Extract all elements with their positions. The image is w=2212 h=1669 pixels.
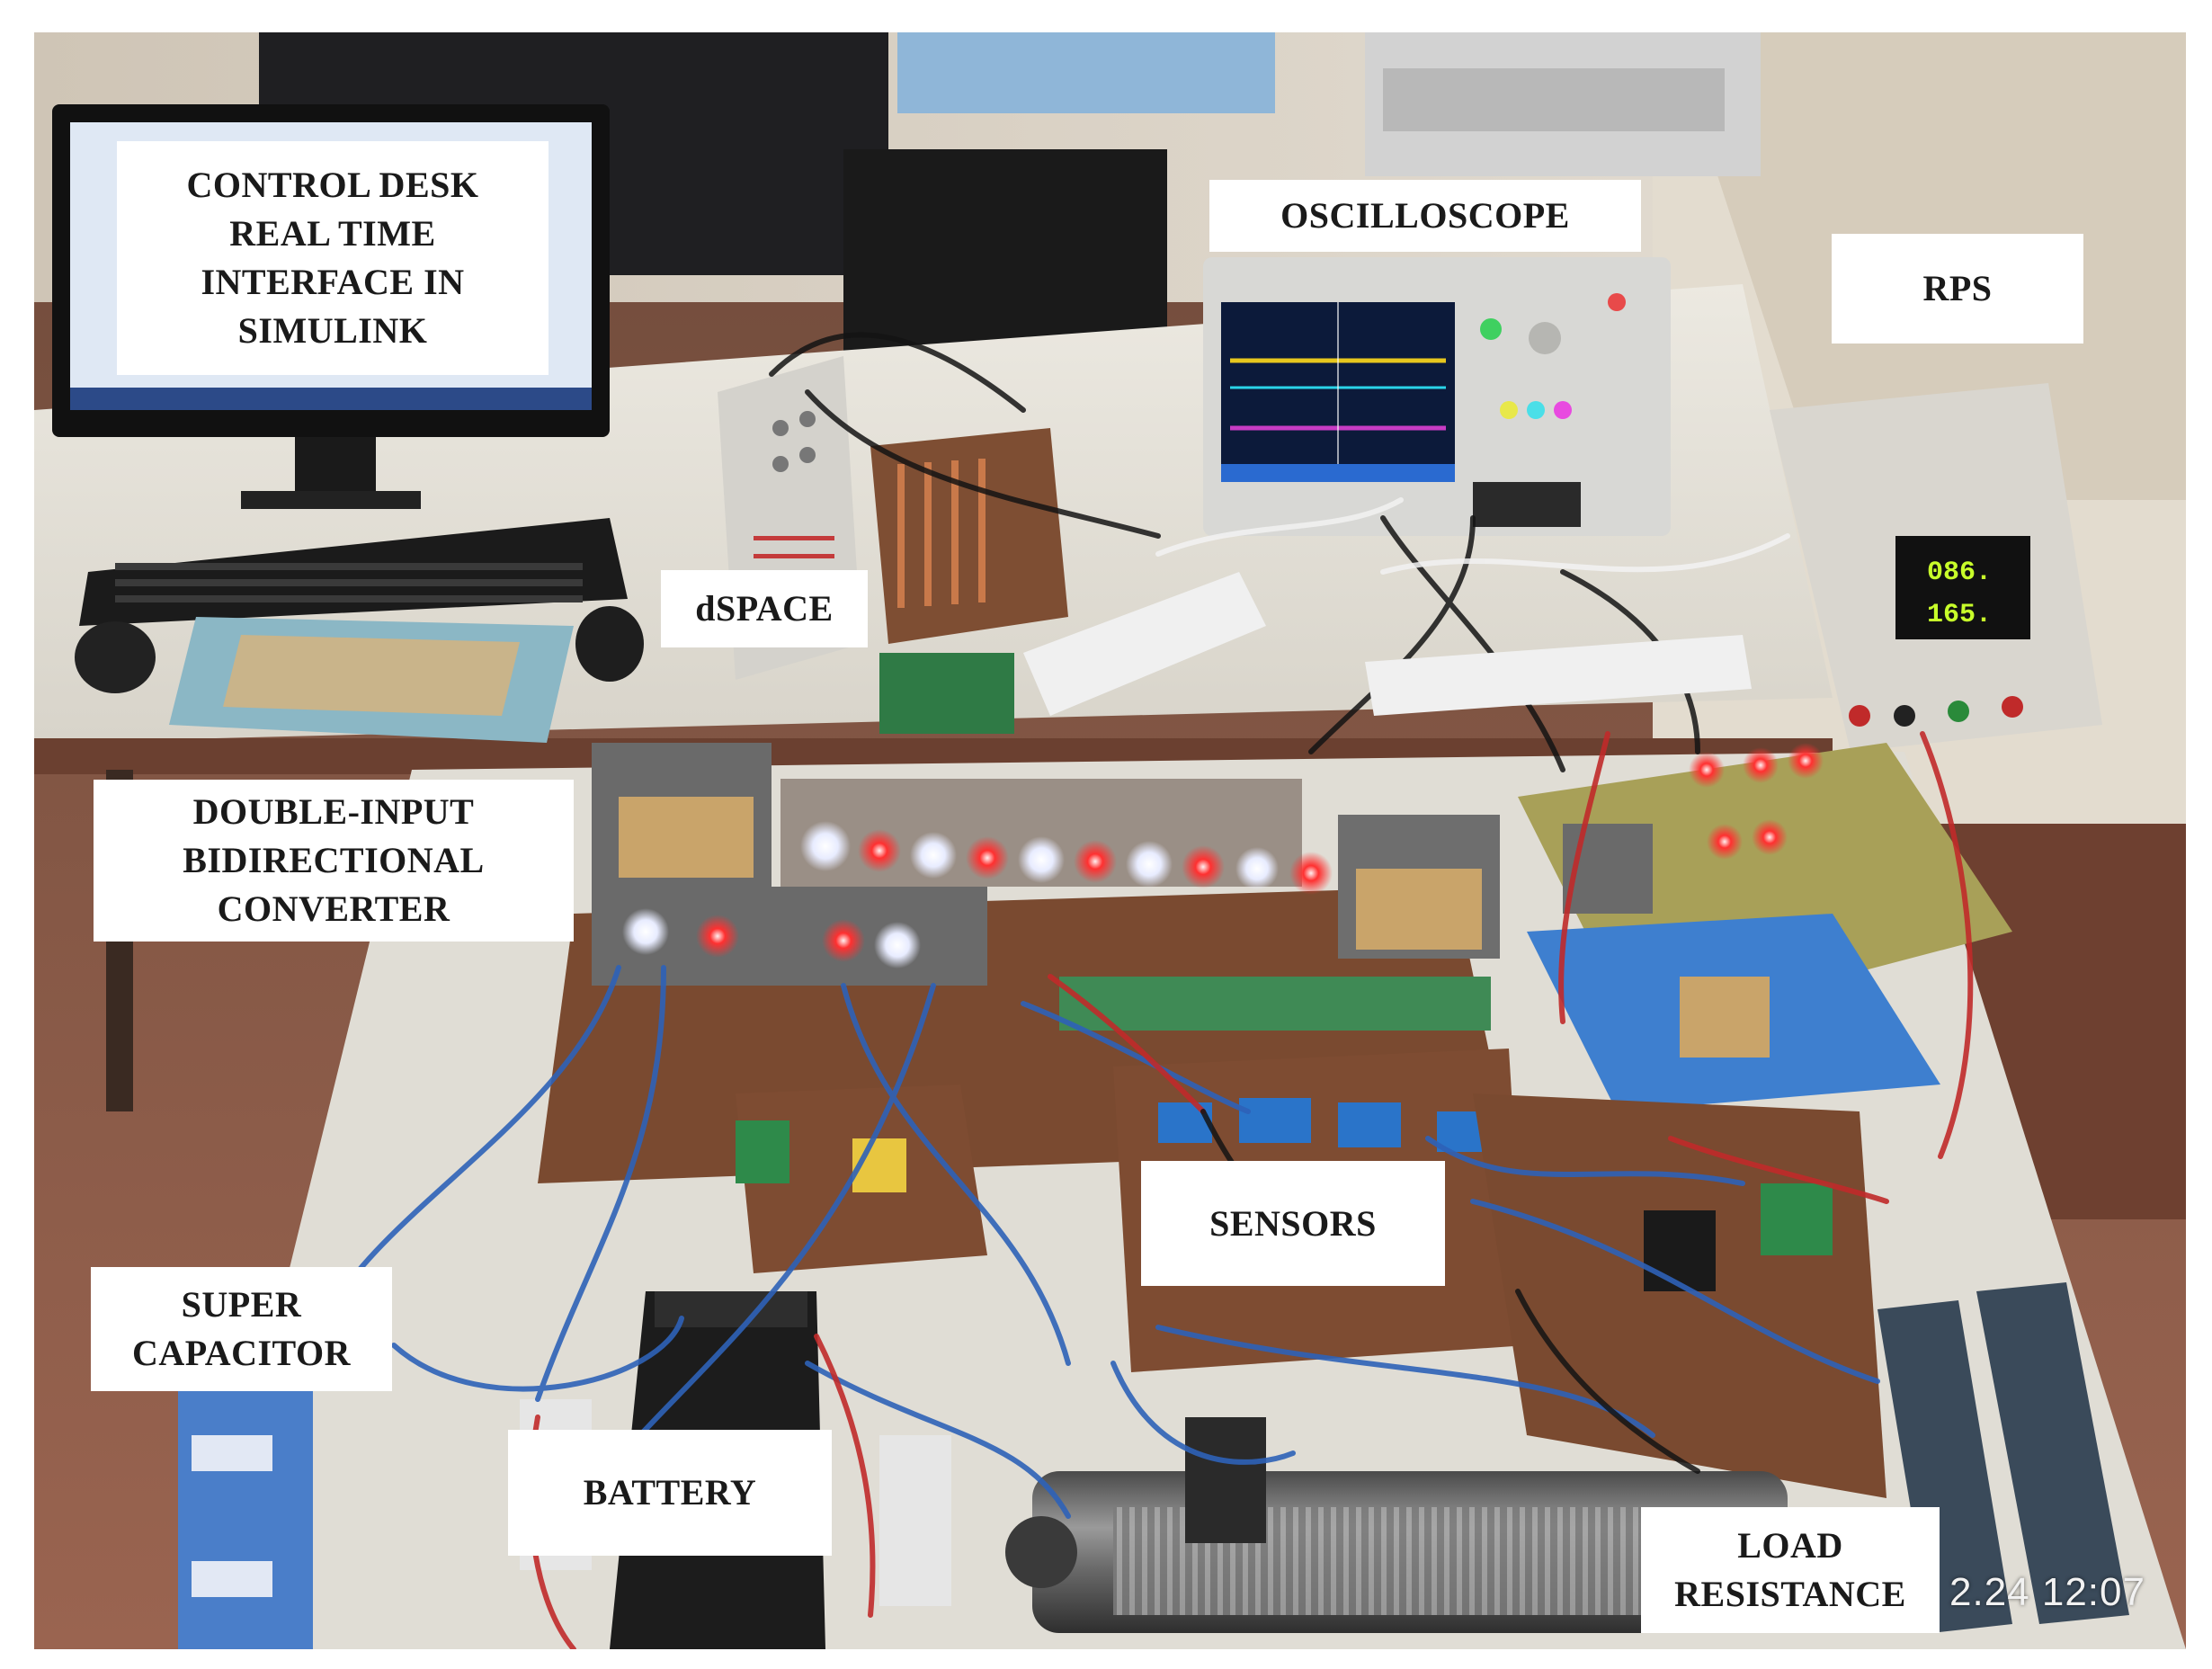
- label-control-desk-line-3: INTERFACE IN: [201, 262, 465, 302]
- label-super-capacitor-line-2: CAPACITOR: [131, 1333, 352, 1373]
- label-converter-line-3: CONVERTER: [217, 888, 450, 929]
- label-oscilloscope: OSCILLOSCOPE: [1209, 180, 1641, 252]
- label-battery-line-1: BATTERY: [583, 1472, 757, 1513]
- label-battery: BATTERY: [508, 1430, 832, 1556]
- photo-timestamp: 2.24 12:07: [1949, 1570, 2145, 1614]
- label-control-desk-line-2: REAL TIME: [229, 213, 436, 254]
- rps-display-upper: 086.: [1927, 558, 1992, 588]
- label-sensors-line-1: SENSORS: [1209, 1202, 1377, 1244]
- label-oscilloscope-line-1: OSCILLOSCOPE: [1280, 195, 1570, 236]
- label-control-desk-line-1: CONTROL DESK: [186, 165, 479, 205]
- label-double-input-converter: DOUBLE-INPUT BIDIRECTIONAL CONVERTER: [94, 780, 574, 942]
- label-converter-line-1: DOUBLE-INPUT: [192, 791, 475, 832]
- label-dspace-line-1: dSPACE: [695, 588, 834, 629]
- label-converter-line-2: BIDIRECTIONAL: [183, 840, 485, 880]
- label-control-desk-line-4: SIMULINK: [237, 310, 428, 351]
- lab-setup-photo: 086. 165.: [34, 32, 2186, 1649]
- label-load-resistance-line-2: RESISTANCE: [1674, 1574, 1906, 1614]
- label-load-resistance-line-1: LOAD: [1737, 1525, 1843, 1566]
- label-rps-line-1: RPS: [1922, 268, 1993, 308]
- label-sensors: SENSORS: [1141, 1161, 1445, 1286]
- rps-display-lower: 165.: [1927, 600, 1992, 630]
- label-super-capacitor: SUPER CAPACITOR: [91, 1267, 392, 1391]
- label-rps: RPS: [1832, 234, 2083, 344]
- label-dspace: dSPACE: [661, 570, 868, 647]
- label-load-resistance: LOAD RESISTANCE: [1641, 1507, 1940, 1633]
- label-control-desk: CONTROL DESK REAL TIME INTERFACE IN SIMU…: [117, 141, 549, 375]
- label-super-capacitor-line-1: SUPER: [181, 1284, 302, 1325]
